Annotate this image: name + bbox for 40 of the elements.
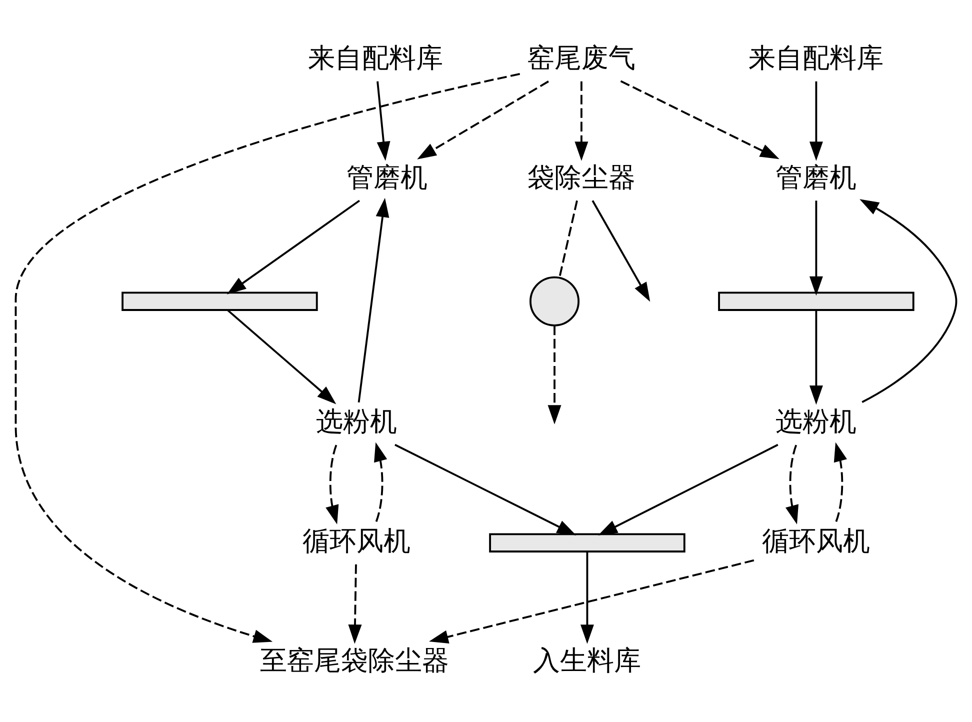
arrow [620, 80, 780, 160]
arrow [548, 326, 562, 424]
arrow [14, 73, 520, 643]
arrow [809, 310, 823, 405]
arrow [580, 552, 594, 644]
node-text: 管磨机 [776, 162, 857, 194]
node-text: 袋除尘器 [527, 162, 636, 194]
node-bar [122, 292, 318, 311]
arrow [592, 200, 650, 302]
node-text: 管磨机 [346, 162, 428, 194]
arrow [860, 199, 958, 403]
arrow [358, 198, 390, 402]
node-text: 循环风机 [302, 526, 410, 557]
node-text: 来自配料库 [748, 42, 884, 74]
arrow [394, 444, 576, 536]
arrow [417, 80, 549, 160]
arrow [376, 81, 390, 161]
arrow [226, 200, 360, 294]
node-bar [718, 292, 914, 311]
arrow [574, 81, 588, 161]
arrow [348, 564, 362, 644]
arrow [326, 444, 339, 524]
arrow [374, 442, 388, 522]
arrow [834, 442, 847, 522]
node-bar [489, 533, 686, 552]
node-circle [530, 276, 580, 326]
arrow [809, 81, 823, 161]
node-text: 选粉机 [316, 406, 397, 438]
arrow [809, 200, 823, 296]
arrow [227, 310, 336, 404]
arrow [429, 559, 754, 644]
connector [558, 200, 578, 278]
node-text: 来自配料库 [308, 42, 444, 74]
node-text: 至窑尾袋除尘器 [260, 645, 449, 676]
arrow [786, 444, 799, 524]
arrow [598, 444, 778, 536]
node-text: 入生料库 [533, 645, 642, 676]
node-text: 循环风机 [762, 526, 870, 557]
node-text: 窑尾废气 [527, 42, 636, 74]
node-text: 选粉机 [776, 406, 857, 438]
